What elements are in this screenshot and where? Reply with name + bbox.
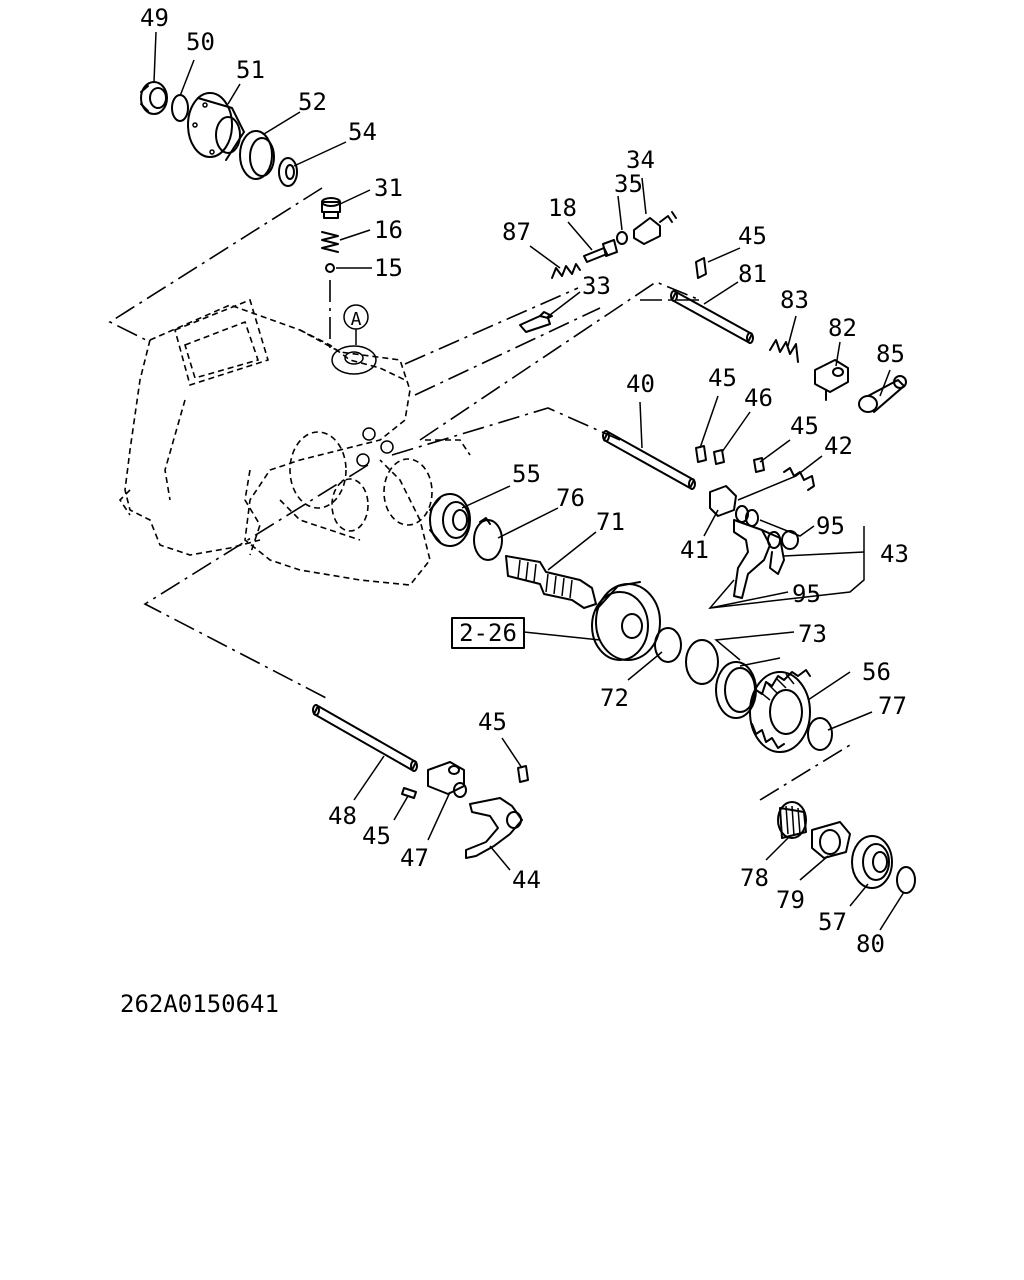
part-31-plug [321,197,341,219]
part-45-pin-d [517,765,529,783]
part-34-switch [633,211,677,245]
label-95-top: 95 [816,512,845,540]
label-45-top: 45 [738,222,767,250]
part-79-collar [811,821,851,859]
label-48: 48 [328,802,357,830]
part-82-shift-block [814,359,849,401]
label-43: 43 [880,540,909,568]
drawing-number: 262A0150641 [120,990,279,1018]
part-54-washer [278,157,298,187]
label-40: 40 [626,370,655,398]
label-41: 41 [680,536,709,564]
label-45-bottom: 45 [362,822,391,850]
view-marker-a: A [343,304,369,345]
view-marker-letter: A [351,309,362,330]
part-52-seal [239,130,275,180]
label-16: 16 [374,216,403,244]
part-80-snap-ring [896,866,916,894]
part-18-bolt [583,239,618,263]
part-46-pin [713,449,725,465]
label-45-right: 45 [790,412,819,440]
label-15: 15 [374,254,403,282]
part-55-bearing [429,493,471,547]
label-73: 73 [798,620,827,648]
label-49: 49 [140,4,169,32]
label-85: 85 [876,340,905,368]
part-35-washer [616,231,628,245]
part-85-lever [858,375,907,413]
label-79: 79 [776,886,805,914]
label-18: 18 [548,194,577,222]
label-42: 42 [824,432,853,460]
label-87: 87 [502,218,531,246]
part-72-snap-ring [654,627,682,663]
label-33: 33 [582,272,611,300]
part-49-nut [140,81,168,115]
part-77-snap-ring [807,717,833,751]
label-95-bottom: 95 [792,580,821,608]
transmission-housing [118,298,471,586]
label-55: 55 [512,460,541,488]
label-52: 52 [298,88,327,116]
part-40-shift-rod [602,430,696,490]
part-45-pin-e [401,787,417,799]
part-78-needle-bearing [777,801,807,839]
part-76-snap-ring [473,517,503,561]
label-83: 83 [780,286,809,314]
label-72: 72 [600,684,629,712]
part-45-pin-c [753,457,765,473]
part-48-shift-rod [312,704,418,772]
label-50: 50 [186,28,215,56]
label-47: 47 [400,844,429,872]
part-57-bearing [851,835,893,889]
label-34: 34 [626,146,655,174]
part-56-gear [749,669,811,753]
reference-box-label: 2-26 [459,619,517,647]
label-82: 82 [828,314,857,342]
part-81-shift-rod [670,290,754,344]
leader-lines [153,31,905,931]
label-51: 51 [236,56,265,84]
part-83-spring [769,339,799,363]
label-45-mid: 45 [708,364,737,392]
label-78: 78 [740,864,769,892]
part-33-pin [519,311,553,333]
part-95-slide-pads [767,530,799,550]
part-42-detent [783,467,815,491]
label-71: 71 [596,508,625,536]
part-labels: 49 50 51 52 54 31 16 15 87 18 35 34 33 4… [140,4,909,958]
label-35: 35 [614,170,643,198]
gear-assembly [591,581,661,661]
label-45-lower: 45 [478,708,507,736]
assembly-center-lines [108,187,851,801]
part-45-pin-a [695,257,707,279]
label-76: 76 [556,484,585,512]
label-81: 81 [738,260,767,288]
part-16-spring [321,231,339,253]
part-87-spring [551,263,581,279]
label-77: 77 [878,692,907,720]
label-54: 54 [348,118,377,146]
reference-box: 2-26 [451,617,601,649]
label-56: 56 [862,658,891,686]
part-15-ball [325,263,335,273]
part-44-shift-fork [465,797,523,859]
label-57: 57 [818,908,847,936]
part-71-main-shaft [505,555,597,609]
part-45-pin-b [695,445,707,463]
part-50-o-ring [171,94,189,122]
label-44: 44 [512,866,541,894]
part-73-thrust-washers [685,639,757,719]
part-51-flange [187,92,245,161]
label-31: 31 [374,174,403,202]
part-47-shift-block [427,761,467,798]
label-80: 80 [856,930,885,958]
label-46: 46 [744,384,773,412]
